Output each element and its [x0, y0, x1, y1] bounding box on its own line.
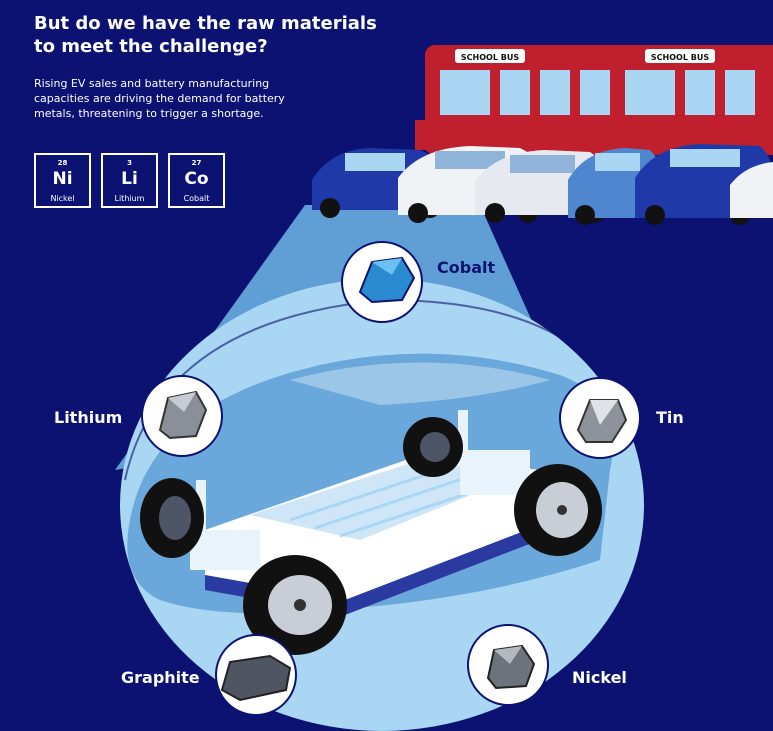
- rear-motor: [460, 450, 530, 495]
- element-tiles: 28 Ni Nickel 3 Li Lithium 27 Co Cobalt: [34, 153, 225, 208]
- element-name: Cobalt: [183, 194, 210, 203]
- wheel-front-right: [243, 555, 347, 655]
- tin-mineral-icon: [559, 377, 641, 459]
- page-title: But do we have the raw materials to meet…: [34, 12, 394, 58]
- element-symbol: Li: [121, 169, 138, 189]
- element-symbol: Co: [184, 169, 209, 189]
- wheel-rear-right: [514, 464, 602, 556]
- wheel-rear-left: [403, 417, 463, 477]
- element-tile-nickel: 28 Ni Nickel: [34, 153, 91, 208]
- element-name: Lithium: [114, 194, 145, 203]
- lithium-mineral-icon: [141, 375, 223, 457]
- element-name: Nickel: [50, 194, 75, 203]
- subtitle-line-2: capacities are driving the demand for ba…: [34, 92, 285, 105]
- element-tile-lithium: 3 Li Lithium: [101, 153, 158, 208]
- element-tile-cobalt: 27 Co Cobalt: [168, 153, 225, 208]
- label-tin: Tin: [656, 408, 684, 427]
- subtitle-line-1: Rising EV sales and battery manufacturin…: [34, 77, 270, 90]
- label-nickel: Nickel: [572, 668, 627, 687]
- label-cobalt: Cobalt: [437, 258, 496, 277]
- bus-sign-left: SCHOOL BUS: [461, 53, 519, 62]
- school-bus-left: SCHOOL BUS: [415, 45, 635, 155]
- subtitle-line-3: metals, threatening to trigger a shortag…: [34, 107, 264, 120]
- wheel-front-left: [140, 478, 204, 558]
- cobalt-mineral-icon: [341, 241, 423, 323]
- nickel-mineral-icon: [467, 624, 549, 706]
- title-line-1: But do we have the raw materials: [34, 13, 377, 34]
- graphite-mineral-icon: [215, 634, 297, 716]
- element-number: 27: [191, 159, 202, 167]
- element-number: 28: [57, 159, 68, 167]
- label-graphite: Graphite: [121, 668, 200, 687]
- car-windshield: [290, 362, 550, 405]
- rear-strut: [458, 410, 468, 460]
- page-subtitle: Rising EV sales and battery manufacturin…: [34, 76, 304, 121]
- title-line-2: to meet the challenge?: [34, 36, 268, 57]
- school-bus-right: SCHOOL BUS: [600, 45, 773, 155]
- element-number: 3: [127, 159, 132, 167]
- label-lithium: Lithium: [54, 408, 123, 427]
- bus-sign-right: SCHOOL BUS: [651, 53, 709, 62]
- car-white-3: [730, 162, 773, 218]
- battery-cells: [250, 460, 520, 540]
- element-symbol: Ni: [52, 169, 73, 189]
